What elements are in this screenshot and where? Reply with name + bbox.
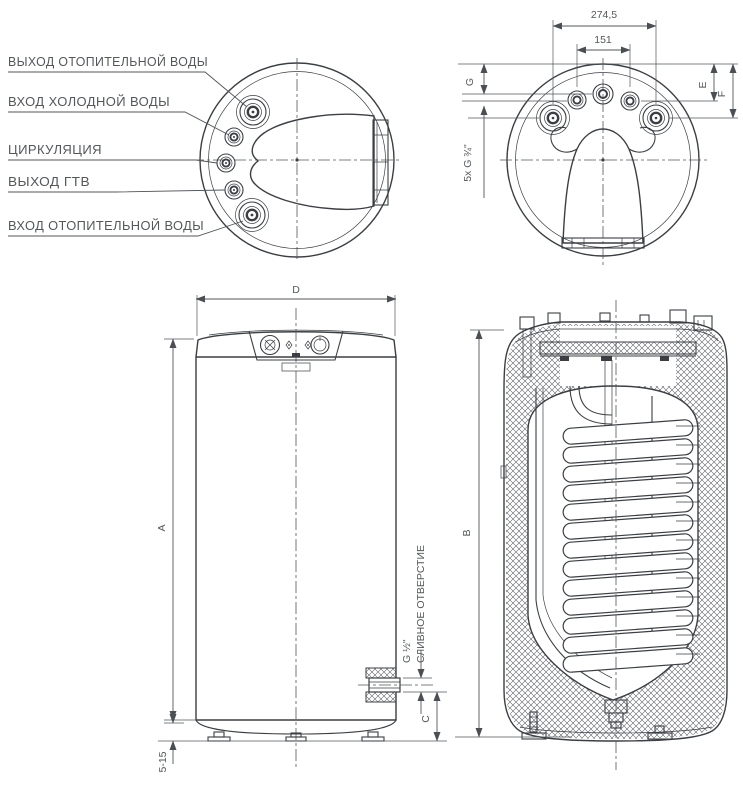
port-circulation: [216, 153, 236, 173]
dim-151: 151: [594, 34, 612, 46]
dim-d: D: [292, 284, 300, 296]
pipe-elbow: [569, 385, 613, 425]
dome-base-plate: [561, 237, 645, 249]
control-panel: [248, 330, 344, 372]
port-label-column: ВЫХОД ОТОПИТЕЛЬНОЙ ВОДЫ ВХОД ХОЛОДНОЙ ВО…: [8, 54, 248, 237]
drain-fitting: [358, 667, 433, 703]
label-dhw-out: ВЫХОД ГТВ: [8, 175, 90, 189]
tank-body-sides: [195, 356, 397, 721]
top-fittings: [500, 309, 713, 479]
port-dhw-out: [224, 180, 244, 200]
rating-plate: [281, 362, 311, 372]
dome-outline: [562, 128, 644, 244]
dim-274-5: 274,5: [591, 9, 617, 21]
top-view-dimensioned: 274,5 151 G 5x G ¾" E F: [458, 9, 738, 268]
indicator-lamp: [304, 340, 312, 350]
port-heating-out: [236, 95, 270, 129]
front-view: D: [156, 284, 447, 773]
flange-band: [539, 341, 697, 355]
label-cold-in: ВХОД ХОЛОДНОЙ ВОДЫ: [8, 94, 170, 109]
insulation: [506, 324, 725, 739]
label-circulation: ЦИРКУЛЯЦИЯ: [8, 143, 102, 157]
label-heating-out: ВЫХОД ОТОПИТЕЛЬНОЙ ВОДЫ: [8, 54, 208, 69]
top-view-labeled: [192, 58, 402, 262]
section-view: B: [455, 300, 728, 770]
port-heating-in: [235, 198, 269, 232]
dim-5-15: 5-15: [157, 751, 169, 772]
dim-g: G: [464, 78, 476, 86]
port-cold-in: [224, 127, 244, 147]
section-feet: [521, 711, 673, 740]
dim-b: B: [461, 529, 473, 536]
thermostat-knob: [259, 334, 281, 356]
heating-coil: [562, 419, 694, 673]
indicator-lamp: [285, 340, 293, 350]
cover-flange-bar: [372, 119, 389, 206]
dim-thread-note: 5x G ¾": [462, 144, 474, 182]
pipe-left: [535, 388, 611, 689]
dim-drain-thread: G ½": [401, 639, 413, 663]
dim-c: C: [420, 715, 432, 723]
dim-e: E: [697, 81, 709, 88]
label-heating-in: ВХОД ОТОПИТЕЛЬНОЙ ВОДЫ: [8, 218, 204, 233]
dim-a: A: [156, 524, 168, 531]
section-drain: [604, 699, 628, 729]
port-row: [536, 83, 673, 135]
top-cover-outline: [249, 113, 375, 211]
center-mark: [295, 158, 299, 162]
label-drain: СЛИВНОЕ ОТВЕРСТИЕ: [415, 545, 427, 663]
dim-f: F: [716, 91, 728, 97]
